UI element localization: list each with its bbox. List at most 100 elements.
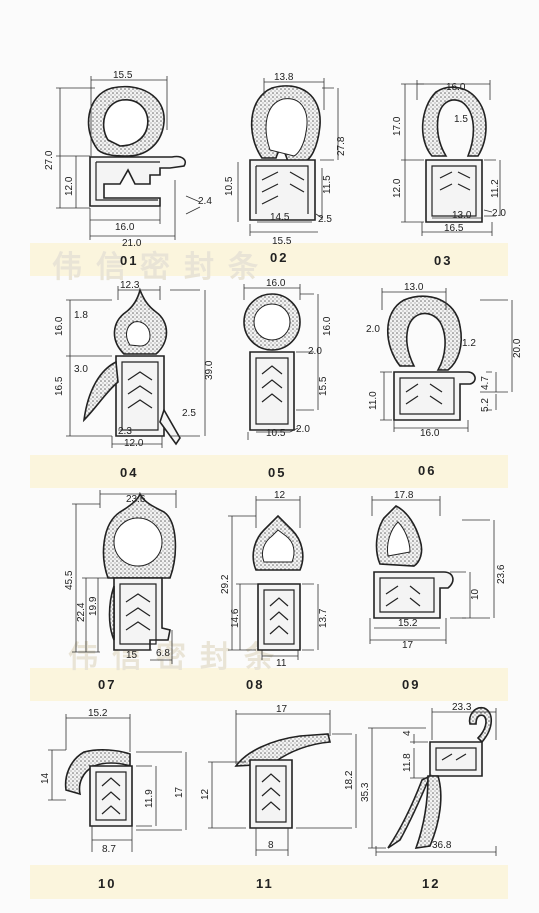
profile-number-04: 04 <box>120 465 139 480</box>
dim-10-width-top: 15.2 <box>88 708 108 719</box>
dim-07-base-width: 15 <box>126 650 138 661</box>
dim-04-base-width: 12.0 <box>124 438 144 449</box>
dim-12-width-top: 23.3 <box>452 702 472 713</box>
dim-09-base-width: 17 <box>402 640 414 651</box>
dim-08-base-left: 14.6 <box>230 608 241 628</box>
label-band-row4 <box>30 865 508 899</box>
dim-09-lip-height: 10 <box>470 588 481 600</box>
dim-07-total-height: 45.5 <box>64 570 75 590</box>
profile-08-drawing <box>228 496 319 660</box>
profile-09-drawing <box>369 496 495 644</box>
dim-11-total-height: 18.2 <box>344 770 355 790</box>
profile-number-08: 08 <box>246 677 265 692</box>
dim-02-inner-width: 14.5 <box>270 212 290 223</box>
profile-06-drawing <box>380 288 513 432</box>
profile-number-10: 10 <box>98 876 117 891</box>
profile-number-02: 02 <box>270 250 289 265</box>
dim-05-width-top: 16.0 <box>266 278 286 289</box>
dim-03-total-width: 16.5 <box>444 223 464 234</box>
dim-09-width-top: 17.8 <box>394 490 414 501</box>
dim-07-width-top: 23.6 <box>126 494 146 505</box>
dim-06-bulb-height: 20.0 <box>512 338 523 358</box>
profile-number-05: 05 <box>268 465 287 480</box>
dim-03-wall: 1.5 <box>454 114 468 125</box>
dim-04-total-height: 39.0 <box>204 360 215 380</box>
dim-05-base-height: 15.5 <box>318 376 329 396</box>
profile-07-drawing <box>72 490 177 664</box>
profile-number-06: 06 <box>418 463 437 478</box>
profile-04-drawing <box>66 286 206 448</box>
dim-04-base-height: 16.5 <box>54 376 65 396</box>
dim-01-total-width: 21.0 <box>122 238 142 249</box>
profile-05-drawing <box>243 284 319 440</box>
dim-06-lip-bottom: 5.2 <box>480 398 491 412</box>
dim-01-base-height: 12.0 <box>64 176 75 196</box>
dim-02-width-top: 13.8 <box>274 72 294 83</box>
dim-04-width-top: 12.3 <box>120 280 140 291</box>
profile-10-drawing <box>48 714 187 852</box>
profile-02-drawing <box>237 78 339 236</box>
profile-number-12: 12 <box>422 876 441 891</box>
dim-08-base-right: 13.7 <box>318 608 329 628</box>
profile-11-drawing <box>208 710 357 856</box>
dim-12-base-height: 11.8 <box>402 753 413 772</box>
dim-07-lip: 6.8 <box>156 648 170 659</box>
profile-01-drawing <box>56 76 201 240</box>
dim-01-height: 27.0 <box>44 150 55 170</box>
dim-03-inner-height: 11.2 <box>490 179 501 198</box>
profile-03-drawing <box>401 80 501 236</box>
dim-04-wall: 1.8 <box>74 310 88 321</box>
dim-05-bulb-height: 16.0 <box>322 316 333 336</box>
dimension-labels: 15.5 27.0 12.0 16.0 21.0 2.4 13.8 27.8 1… <box>40 70 523 855</box>
dim-02-total-width: 15.5 <box>272 236 292 247</box>
dim-07-base-height: 22.4 <box>76 602 87 622</box>
dim-04-lip-thickness: 3.0 <box>74 364 88 375</box>
dim-11-base-height: 12 <box>200 788 211 800</box>
dim-06-wall-right: 1.2 <box>462 338 476 349</box>
dim-10-base-height: 11.9 <box>144 789 155 808</box>
dim-05-wall: 2.0 <box>308 346 322 357</box>
dim-07-inner-height: 19.9 <box>88 596 99 616</box>
label-band-row2 <box>30 455 508 488</box>
dim-03-inner-width: 13.0 <box>452 210 472 221</box>
dim-12-lip: 4 <box>402 730 413 736</box>
dim-02-height: 27.8 <box>336 136 347 156</box>
dim-05-lip: 2.0 <box>296 424 310 435</box>
dim-12-total-height: 35.3 <box>360 782 371 802</box>
dim-08-total-height: 29.2 <box>220 574 231 594</box>
dim-02-lip: 2.5 <box>318 214 332 225</box>
profile-number-09: 09 <box>402 677 421 692</box>
dim-06-lip-top: 4.7 <box>480 376 491 390</box>
dim-02-base-right: 11.5 <box>322 175 333 194</box>
dim-01-lip: 2.4 <box>198 196 212 207</box>
profile-number-01: 01 <box>120 253 139 268</box>
dim-08-base-width: 11 <box>276 658 287 669</box>
dim-06-wall-left: 2.0 <box>366 324 380 335</box>
dim-04-bulb-height: 16.0 <box>54 316 65 336</box>
profile-number-03: 03 <box>434 253 453 268</box>
dim-06-width-top: 13.0 <box>404 282 424 293</box>
dim-04-tail: 2.5 <box>182 408 196 419</box>
label-band-row1 <box>30 243 508 276</box>
dim-05-base-width: 10.5 <box>266 428 286 439</box>
dim-06-base-width: 16.0 <box>420 428 440 439</box>
dim-01-width-top: 15.5 <box>113 70 133 81</box>
label-band-row3 <box>30 668 508 701</box>
dim-02-base-left: 10.5 <box>224 176 235 196</box>
dim-11-base-width: 8 <box>268 840 274 851</box>
profile-number-11: 11 <box>256 876 274 891</box>
dim-01-base-width: 16.0 <box>115 222 135 233</box>
dim-03-bulb-height: 17.0 <box>392 116 403 136</box>
dim-06-base-height: 11.0 <box>368 391 379 410</box>
dim-12-total-width: 36.8 <box>432 840 452 851</box>
dim-11-width-top: 17 <box>276 704 288 715</box>
watermark-text-1: 伟信密封条 <box>52 250 272 285</box>
dim-03-lip: 2.0 <box>492 208 506 219</box>
dim-03-width-top: 16.0 <box>446 82 466 93</box>
dim-10-total-height: 17 <box>174 786 185 798</box>
dim-08-width-top: 12 <box>274 490 286 501</box>
dim-09-inner-width: 15.2 <box>398 618 418 629</box>
dim-03-base-height: 12.0 <box>392 178 403 198</box>
